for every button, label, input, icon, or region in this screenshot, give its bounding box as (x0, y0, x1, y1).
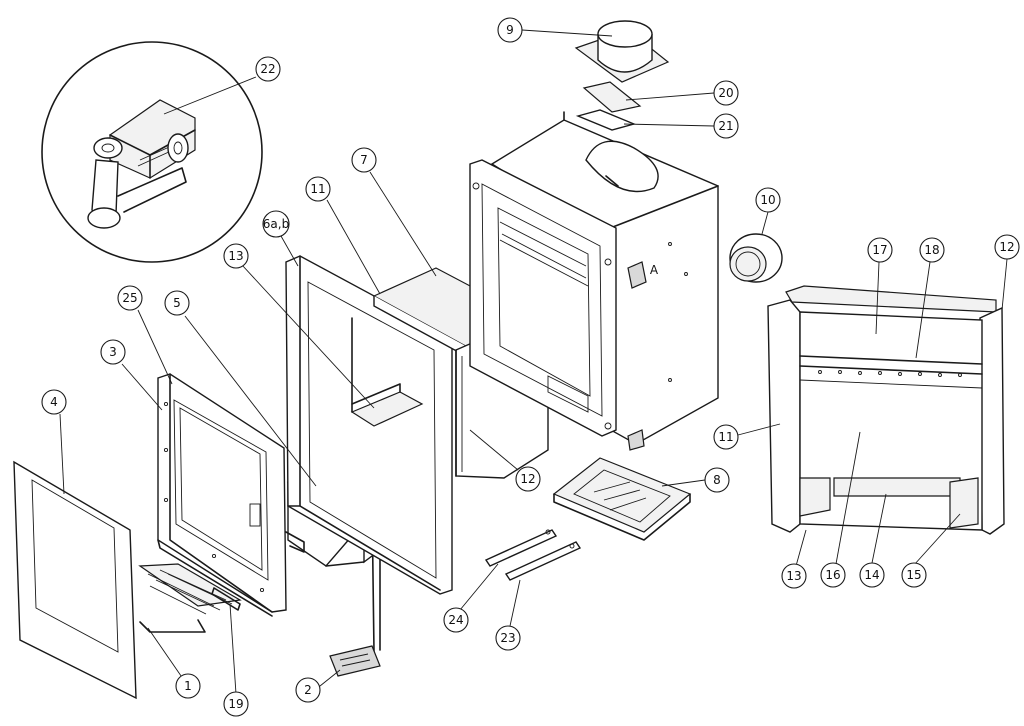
callout-7: 7 (351, 147, 377, 173)
callout-label: 24 (448, 613, 463, 627)
callout-8: 8 (704, 467, 730, 493)
callout-label: 10 (760, 193, 775, 207)
callout-23: 23 (495, 625, 521, 651)
part-glass-panel (13, 460, 137, 700)
detail-circle-hinge (41, 41, 263, 263)
part-tray (552, 457, 692, 541)
callout-5: 5 (164, 290, 190, 316)
part-door-frame (157, 373, 287, 617)
callout-18: 18 (919, 237, 945, 263)
callout-label: 20 (718, 86, 733, 100)
callout-6ab: 6a,b (262, 210, 290, 238)
part-firebox-liner (767, 285, 1005, 535)
part-plate-20 (582, 81, 642, 113)
callout-label: 16 (825, 568, 840, 582)
callout-3: 3 (100, 339, 126, 365)
callout-label: 3 (109, 345, 117, 359)
callout-16: 16 (820, 562, 846, 588)
callout-4: 4 (41, 389, 67, 415)
callout-12-center: 12 (515, 466, 541, 492)
part-stove-body (469, 111, 719, 451)
part-lever-24 (484, 529, 558, 567)
callout-label: 12 (999, 240, 1014, 254)
callout-label: 8 (713, 473, 721, 487)
part-ring (729, 233, 783, 283)
part-inner-baffle (350, 317, 424, 427)
callout-label: 21 (718, 119, 733, 133)
callout-20: 20 (713, 80, 739, 106)
callout-label: 12 (520, 472, 535, 486)
callout-24: 24 (443, 607, 469, 633)
callout-label: 13 (228, 249, 243, 263)
callout-label: 22 (260, 62, 275, 76)
callout-11-center: 11 (305, 176, 331, 202)
callout-label: 4 (50, 395, 58, 409)
callout-label: 1 (184, 679, 192, 693)
detail-marker-a: A (650, 263, 659, 277)
callout-13-left: 13 (223, 243, 249, 269)
callout-22: 22 (255, 56, 281, 82)
callout-label: 17 (872, 243, 887, 257)
callout-11-right: 11 (713, 424, 739, 450)
callout-14: 14 (859, 562, 885, 588)
callout-label: 5 (173, 296, 181, 310)
callout-label: 19 (228, 697, 243, 711)
callout-21: 21 (713, 113, 739, 139)
callout-label: 11 (310, 182, 325, 196)
part-front-frame (285, 255, 453, 595)
callout-label: 14 (864, 568, 879, 582)
callout-19: 19 (223, 691, 249, 717)
callout-25: 25 (117, 285, 143, 311)
part-bottom-bar (211, 587, 241, 611)
callout-label: 6a,b (263, 217, 289, 231)
callout-2: 2 (295, 677, 321, 703)
part-plate-21 (575, 109, 637, 131)
part-flue-collar (574, 20, 670, 83)
callout-label: 9 (506, 23, 514, 37)
callout-label: 7 (360, 153, 368, 167)
callout-label: 11 (718, 430, 733, 444)
callout-label: 18 (924, 243, 939, 257)
part-lever-23 (504, 541, 582, 581)
callout-label: 13 (786, 569, 801, 583)
callout-label: 25 (122, 291, 137, 305)
leader-lines (59, 29, 1008, 695)
callout-label: 23 (500, 631, 515, 645)
callout-12-right: 12 (994, 234, 1020, 260)
callout-15: 15 (901, 562, 927, 588)
callout-10: 10 (755, 187, 781, 213)
callout-17: 17 (867, 237, 893, 263)
callout-9: 9 (497, 17, 523, 43)
callout-1: 1 (175, 673, 201, 699)
callout-13-right: 13 (781, 563, 807, 589)
callout-label: 15 (906, 568, 921, 582)
callout-label: 2 (304, 683, 312, 697)
